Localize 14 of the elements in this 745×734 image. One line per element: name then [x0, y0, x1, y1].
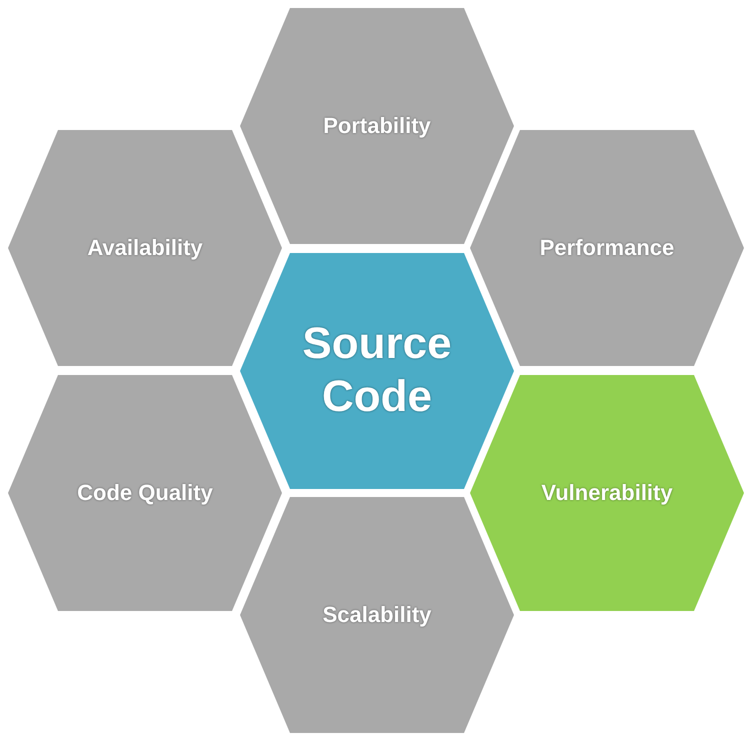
hexagon-label: Vulnerability — [540, 480, 674, 506]
hexagon — [470, 375, 744, 611]
hexagon — [8, 375, 282, 611]
hexagon-label: Portability — [322, 112, 432, 140]
hexagon-label: Performance — [538, 234, 676, 262]
hexagon-label: Code Quality — [76, 480, 214, 506]
hexagon-label: Source Code — [301, 318, 453, 423]
hexagon — [240, 497, 514, 733]
hexagon-label: Scalability — [322, 602, 432, 628]
hexagon-label: Availability — [86, 234, 204, 262]
hexagon — [470, 130, 744, 366]
hexagon — [240, 253, 514, 489]
hexagon — [8, 130, 282, 366]
hexagon — [240, 8, 514, 244]
